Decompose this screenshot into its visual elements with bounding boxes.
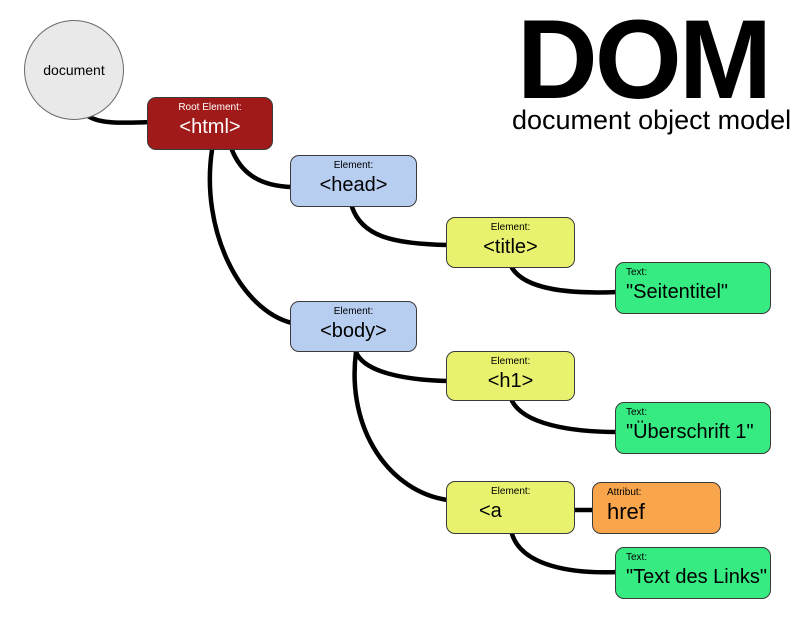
- node-a-kind: Element:: [491, 486, 531, 497]
- document-node: document: [24, 20, 124, 120]
- node-html: Root Element: <html>: [147, 97, 273, 150]
- edge-a-atext: [509, 531, 621, 575]
- edge-h1-h1text: [509, 398, 621, 435]
- node-head-kind: Element:: [333, 160, 374, 171]
- diagram-heading: DOM document object model: [512, 0, 792, 135]
- node-title-tag: <title>: [483, 236, 538, 258]
- node-html-kind: Root Element:: [178, 102, 242, 113]
- node-title: Element: <title>: [446, 217, 575, 268]
- node-body: Element: <body>: [290, 301, 417, 352]
- node-body-kind: Element:: [333, 306, 374, 317]
- node-title-text-kind: Text:: [626, 267, 648, 278]
- node-head: Element: <head>: [290, 155, 417, 207]
- node-attribute-value: href: [607, 499, 645, 524]
- heading-subtitle: document object model: [512, 105, 792, 135]
- node-title-kind: Element:: [490, 222, 531, 233]
- node-h1-text-kind: Text:: [626, 407, 648, 418]
- node-h1-text: Text: "Überschrift 1": [615, 402, 771, 454]
- node-h1-kind: Element:: [490, 356, 531, 367]
- edge-html-body: [207, 147, 295, 326]
- node-attribute-kind: Attribut:: [607, 487, 642, 498]
- edge-document-html: [85, 113, 153, 125]
- edge-body-h1: [353, 349, 451, 384]
- node-a-text-value: "Text des Links": [626, 566, 767, 588]
- document-node-label: document: [43, 62, 105, 78]
- node-title-text: Text: "Seitentitel": [615, 262, 771, 314]
- heading-title: DOM: [516, 0, 772, 122]
- node-h1-tag: <h1>: [487, 370, 534, 392]
- node-body-tag: <body>: [320, 320, 387, 342]
- node-h1-text-value: "Überschrift 1": [626, 421, 754, 443]
- edge-html-head: [229, 147, 295, 190]
- node-a-text-kind: Text:: [626, 552, 648, 563]
- edge-body-a: [352, 349, 451, 503]
- node-a-text: Text: "Text des Links": [615, 547, 771, 599]
- edge-head-title: [349, 204, 451, 248]
- node-h1: Element: <h1>: [446, 351, 575, 401]
- node-a-tag: <a: [479, 500, 502, 522]
- node-head-tag: <head>: [319, 174, 388, 196]
- node-html-tag: <html>: [179, 116, 241, 138]
- node-a: Element: <a: [446, 481, 575, 534]
- node-title-text-value: "Seitentitel": [626, 281, 729, 303]
- node-attribute: Attribut: href: [592, 482, 721, 534]
- edge-title-titletext: [509, 265, 621, 295]
